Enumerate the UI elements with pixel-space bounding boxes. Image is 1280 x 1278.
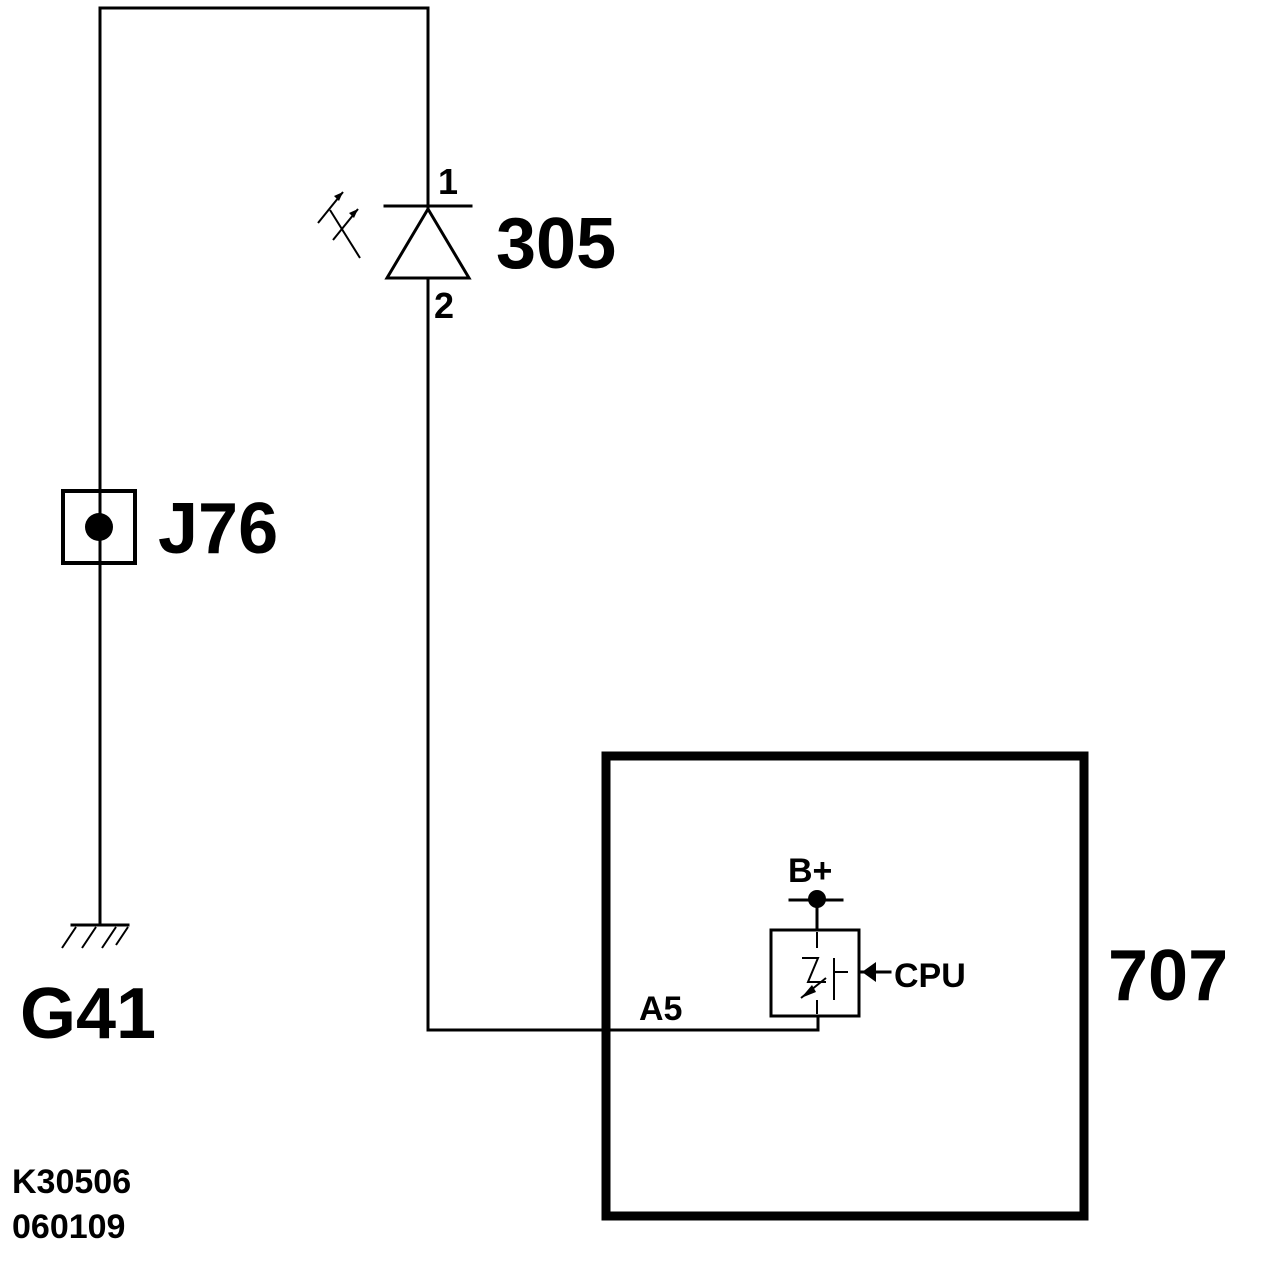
diagram-date: 060109 bbox=[12, 1208, 125, 1246]
ground-icon bbox=[61, 926, 129, 949]
transistor-switch-icon bbox=[800, 932, 848, 1014]
connector-j76: J76 bbox=[61, 489, 278, 569]
light-arrows-icon bbox=[317, 191, 361, 259]
module-pin-label: A5 bbox=[639, 990, 682, 1028]
wire-left bbox=[98, 6, 820, 1032]
led-305: 1 2 305 bbox=[317, 161, 616, 326]
ground-ref-label: G41 bbox=[20, 974, 156, 1054]
led-pin-1: 1 bbox=[438, 161, 458, 202]
diagram-code: K30506 bbox=[12, 1163, 131, 1201]
connector-pin-dot bbox=[85, 513, 113, 541]
connector-ref-label: J76 bbox=[158, 489, 278, 569]
led-triangle bbox=[384, 206, 472, 280]
module-outline bbox=[601, 751, 1089, 1221]
led-ref-label: 305 bbox=[496, 204, 616, 284]
cpu-arrow-icon bbox=[860, 962, 892, 982]
cpu-label: CPU bbox=[894, 957, 966, 995]
supply-label: B+ bbox=[788, 852, 832, 890]
ground-g41: G41 bbox=[20, 923, 156, 1054]
led-pin-2: 2 bbox=[434, 285, 454, 326]
module-ref-label: 707 bbox=[1108, 936, 1228, 1016]
module-707: 707 A5 B+ CPU bbox=[601, 751, 1228, 1221]
